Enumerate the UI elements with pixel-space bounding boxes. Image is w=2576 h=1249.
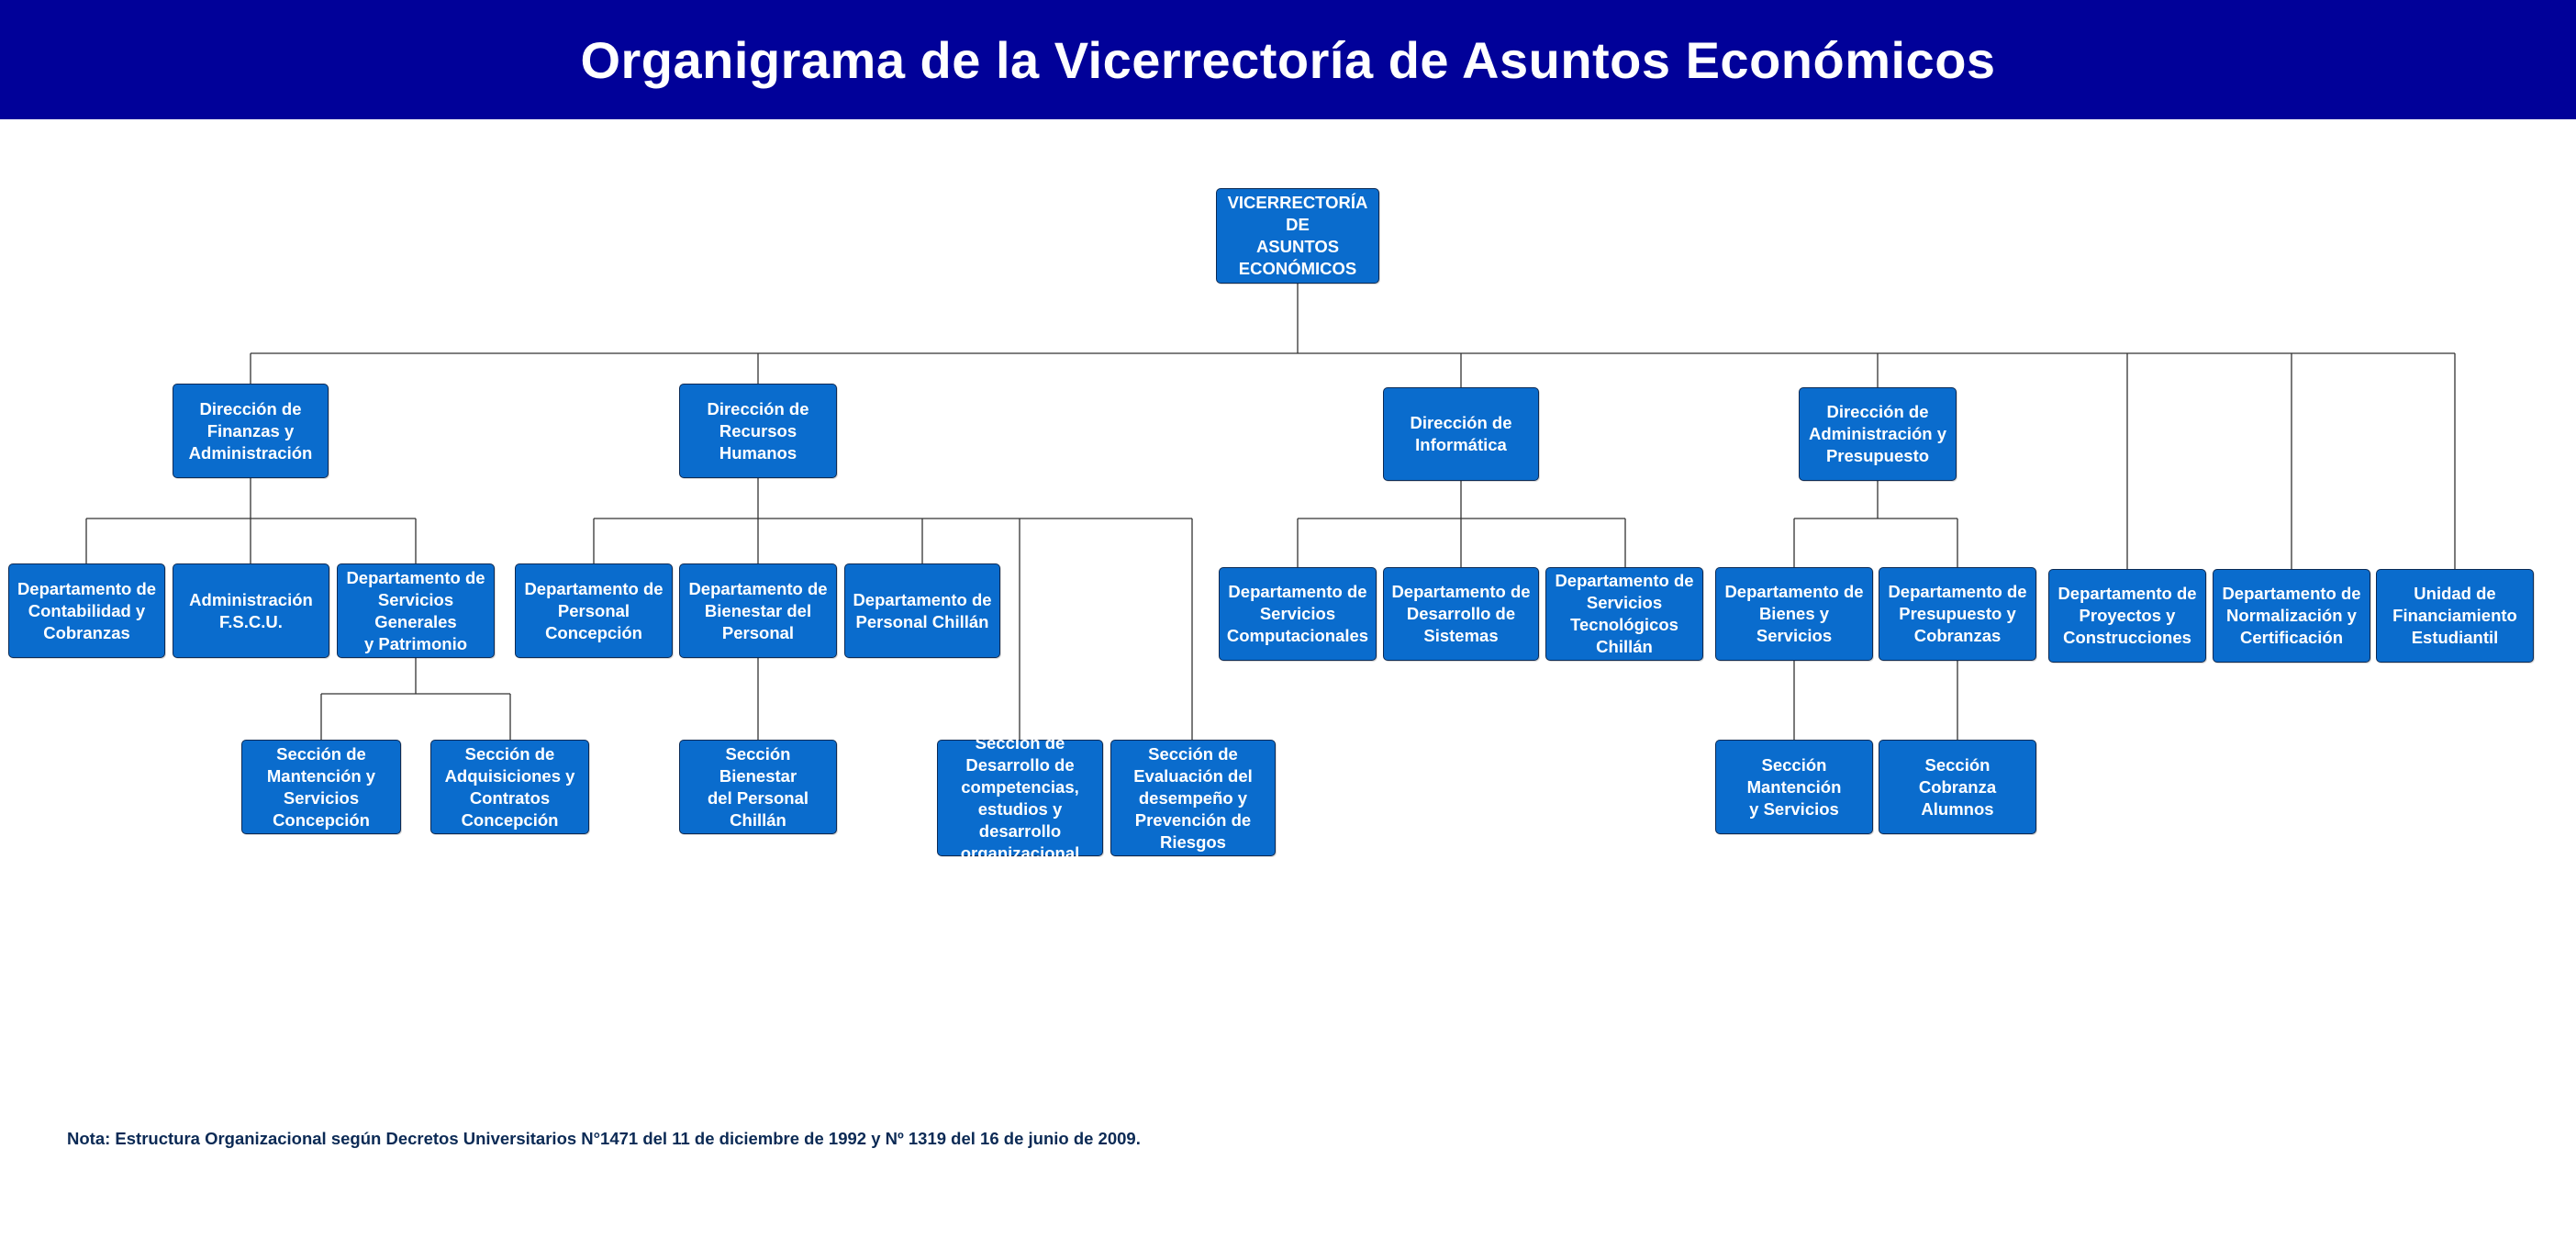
- node-label: Departamento de Bienes y Servicios: [1724, 582, 1864, 645]
- node-label: Departamento de Personal Chillán: [853, 589, 992, 631]
- node-label: Departamento de Normalización y Certific…: [2222, 584, 2361, 647]
- node-label: Departamento de Proyectos y Construccion…: [2057, 584, 2197, 647]
- node-label: Dirección de Recursos Humanos: [707, 398, 809, 463]
- node-vrae: VICERRECTORÍA DE ASUNTOS ECONÓMICOS: [1216, 188, 1379, 284]
- node-dir-rrhh: Dirección de Recursos Humanos: [679, 384, 837, 478]
- title-banner: Organigrama de la Vicerrectoría de Asunt…: [0, 0, 2576, 119]
- node-dep-bienes-servicios: Departamento de Bienes y Servicios: [1715, 567, 1873, 661]
- node-sec-bienestar-chillan: Sección Bienestar del Personal Chillán: [679, 740, 837, 834]
- node-dep-personal-concepcion: Departamento de Personal Concepción: [515, 563, 673, 658]
- node-label: Dirección de Administración y Presupuest…: [1808, 402, 1947, 465]
- node-sec-evaluacion-desempeno: Sección de Evaluación del desempeño y Pr…: [1110, 740, 1276, 856]
- node-dep-bienestar: Departamento de Bienestar del Personal: [679, 563, 837, 658]
- node-label: Departamento de Servicios Generales y Pa…: [346, 567, 485, 653]
- page-title: Organigrama de la Vicerrectoría de Asunt…: [580, 30, 1996, 89]
- node-sec-desarrollo-competencias: Sección de Desarrollo de competencias, e…: [937, 733, 1103, 863]
- node-admin-fscu: Administración F.S.C.U.: [173, 563, 329, 658]
- node-label: Departamento de Servicios Computacionale…: [1226, 582, 1369, 645]
- node-dir-finanzas: Dirección de Finanzas y Administración: [173, 384, 329, 478]
- node-label: Sección de Mantención y Servicios Concep…: [266, 743, 376, 830]
- node-dep-contabilidad: Departamento de Contabilidad y Cobranzas: [8, 563, 165, 658]
- node-label: Sección de Evaluación del desempeño y Pr…: [1133, 743, 1253, 852]
- node-dep-servicios-tecnologicos: Departamento de Servicios Tecnológicos C…: [1545, 567, 1703, 661]
- node-label: Dirección de Informática: [1410, 413, 1512, 454]
- node-label: Departamento de Contabilidad y Cobranzas: [17, 578, 157, 642]
- node-label: Departamento de Bienestar del Personal: [688, 578, 828, 642]
- node-sec-mantencion-concepcion: Sección de Mantención y Servicios Concep…: [241, 740, 401, 834]
- node-dep-desarrollo-sistemas: Departamento de Desarrollo de Sistemas: [1383, 567, 1539, 661]
- node-label: Departamento de Presupuesto y Cobranzas: [1888, 582, 2027, 645]
- node-dep-proyectos: Departamento de Proyectos y Construccion…: [2048, 569, 2206, 663]
- node-dep-normalizacion: Departamento de Normalización y Certific…: [2213, 569, 2370, 663]
- node-label: Sección de Desarrollo de competencias, e…: [960, 732, 1080, 863]
- node-label: Sección Bienestar del Personal Chillán: [707, 743, 808, 830]
- node-label: Dirección de Finanzas y Administración: [188, 398, 313, 463]
- node-label: Sección de Adquisiciones y Contratos Con…: [444, 743, 575, 830]
- node-sec-cobranza-alumnos: Sección Cobranza Alumnos: [1879, 740, 2036, 834]
- footnote: Nota: Estructura Organizacional según De…: [67, 1129, 1141, 1148]
- node-label: Departamento de Servicios Tecnológicos C…: [1555, 571, 1694, 656]
- node-label: Departamento de Desarrollo de Sistemas: [1391, 582, 1531, 645]
- node-label: Administración F.S.C.U.: [189, 589, 313, 631]
- node-dir-admin-presupuesto: Dirección de Administración y Presupuest…: [1799, 387, 1957, 481]
- node-label: Unidad de Financiamiento Estudiantil: [2392, 584, 2517, 647]
- node-label: Departamento de Personal Concepción: [524, 578, 664, 642]
- node-sec-adquisiciones: Sección de Adquisiciones y Contratos Con…: [430, 740, 589, 834]
- node-label: VICERRECTORÍA DE ASUNTOS ECONÓMICOS: [1227, 193, 1368, 278]
- node-label: Sección Mantención y Servicios: [1746, 754, 1842, 819]
- node-dep-presupuesto-cobranzas: Departamento de Presupuesto y Cobranzas: [1879, 567, 2036, 661]
- node-dir-informatica: Dirección de Informática: [1383, 387, 1539, 481]
- node-sec-mantencion-servicios: Sección Mantención y Servicios: [1715, 740, 1873, 834]
- node-label: Sección Cobranza Alumnos: [1918, 754, 1997, 819]
- node-dep-servicios-computacionales: Departamento de Servicios Computacionale…: [1219, 567, 1377, 661]
- node-dep-servicios-generales: Departamento de Servicios Generales y Pa…: [337, 563, 495, 658]
- node-dep-personal-chillan: Departamento de Personal Chillán: [844, 563, 1000, 658]
- node-unidad-financiamiento: Unidad de Financiamiento Estudiantil: [2376, 569, 2534, 663]
